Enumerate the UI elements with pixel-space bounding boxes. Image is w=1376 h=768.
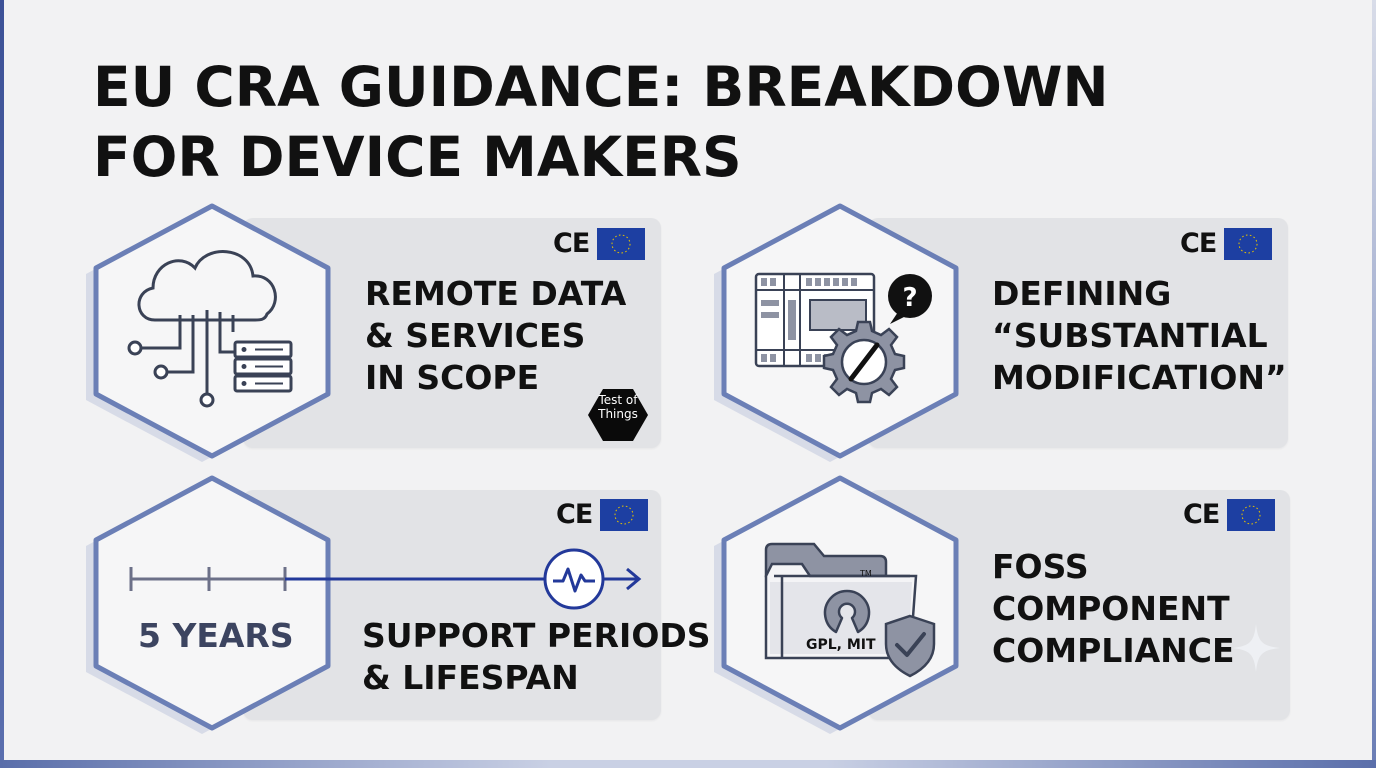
card-label-line: MODIFICATION” [992, 358, 1287, 397]
brand-line-1: Test of [598, 393, 638, 407]
card-label-line: DEFINING [992, 274, 1172, 313]
ce-eu-badges: CE [556, 499, 649, 531]
cloud-server-icon [127, 250, 293, 408]
trademark-mark: TM [859, 569, 872, 578]
ce-mark: CE [1180, 228, 1217, 259]
card-label-line: COMPLIANCE [992, 631, 1235, 670]
device-gear-question-icon: ? [754, 272, 932, 404]
frame-right-border [1372, 0, 1376, 768]
brand-logo-badge [588, 389, 648, 441]
title-line-2: FOR DEVICE MAKERS [93, 125, 742, 189]
card-label-foss-compliance: FOSS COMPONENT COMPLIANCE [992, 546, 1235, 672]
card-label-line: COMPONENT [992, 589, 1230, 628]
frame-left-border [0, 0, 4, 768]
ce-mark: CE [556, 499, 593, 530]
ce-eu-badges: CE [1180, 228, 1273, 260]
card-label-line: REMOTE DATA [365, 274, 627, 313]
card-label-line: “SUBSTANTIAL [992, 316, 1268, 355]
folder-open-source-shield-icon: TM GPL, MIT [764, 542, 936, 678]
card-label-line: & SERVICES [365, 316, 586, 355]
card-label-line: FOSS [992, 547, 1089, 586]
ce-eu-badges: CE [1183, 499, 1276, 531]
eu-flag-icon [1224, 228, 1273, 260]
card-label-line: & LIFESPAN [362, 658, 579, 697]
license-label: GPL, MIT [806, 637, 876, 653]
timeline-pulse-icon [129, 548, 642, 610]
eu-flag-icon [1227, 499, 1276, 531]
ce-eu-badges: CE [553, 228, 646, 260]
card-label-support-periods: SUPPORT PERIODS & LIFESPAN [362, 615, 711, 699]
ce-mark: CE [1183, 499, 1220, 530]
card-label-remote-data: REMOTE DATA & SERVICES IN SCOPE [365, 273, 626, 399]
card-label-line: SUPPORT PERIODS [362, 616, 711, 655]
frame-bottom-border [0, 760, 1376, 768]
brand-line-2: Things [598, 407, 638, 421]
card-label-line: IN SCOPE [365, 358, 540, 397]
hexagon-frame [84, 474, 334, 734]
page-title: EU CRA GUIDANCE: BREAKDOWN FOR DEVICE MA… [93, 52, 1109, 192]
eu-flag-icon [600, 499, 649, 531]
sparkle-icon [1232, 624, 1280, 672]
hexagon-frame [84, 202, 334, 462]
svg-text:?: ? [902, 283, 917, 313]
title-line-1: EU CRA GUIDANCE: BREAKDOWN [93, 55, 1109, 119]
eu-flag-icon [597, 228, 646, 260]
brand-logo-text: Test of Things [588, 393, 648, 421]
years-label: 5 YEARS [138, 616, 294, 655]
ce-mark: CE [553, 228, 590, 259]
card-label-substantial-modification: DEFINING “SUBSTANTIAL MODIFICATION” [992, 273, 1287, 399]
